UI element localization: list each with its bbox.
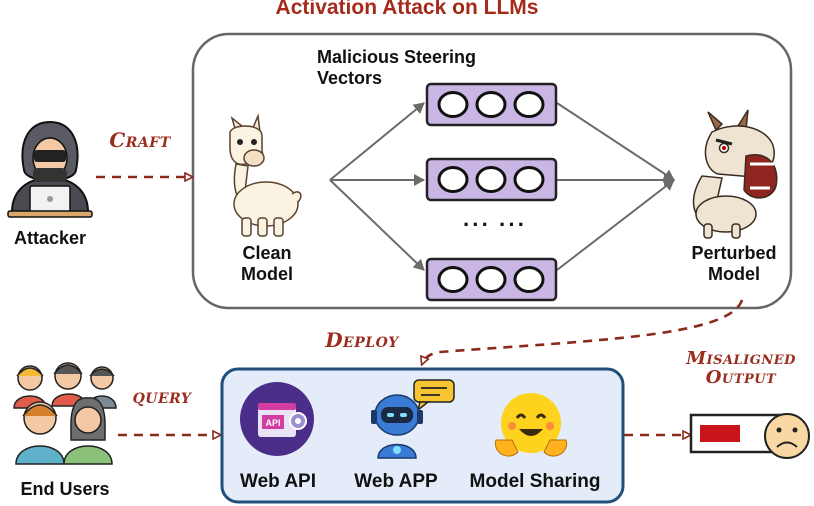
steering-vector-2: [425, 157, 558, 202]
web-app-robot-icon: [371, 379, 455, 459]
steering-vector-n: [425, 257, 558, 302]
steering-vector-1: [425, 82, 558, 127]
perturbed-llama-icon: [692, 109, 778, 239]
web-app-label: Web APP: [354, 471, 438, 492]
misaligned-output-icon: [689, 413, 810, 459]
end-users-icon: [13, 362, 117, 465]
deploy-label: Deploy: [325, 328, 399, 352]
hugging-face-icon: [494, 393, 568, 457]
model-sharing-label: Model Sharing: [469, 471, 601, 492]
ellipsis: ··· ···: [462, 212, 528, 237]
steering-arrows: [329, 102, 675, 271]
craft-label: Craft: [109, 128, 171, 152]
query-label: query: [132, 384, 192, 408]
misaligned-output-label: Misaligned Output: [686, 348, 796, 388]
clean-llama-icon: [229, 113, 302, 237]
clean-model-label: Clean Model: [241, 243, 293, 284]
diagram-title: Activation Attack on LLMs: [275, 0, 539, 19]
web-api-label: Web API: [239, 471, 316, 492]
perturbed-model-label: Perturbed Model: [691, 243, 777, 284]
flow-arrows: [96, 177, 744, 435]
attacker-icon: [7, 120, 93, 218]
web-api-icon: [240, 382, 314, 456]
api-badge: API: [265, 418, 280, 428]
end-users-label: End Users: [20, 479, 110, 499]
attacker-label: Attacker: [13, 228, 87, 248]
steering-vectors-label: Malicious Steering Vectors: [317, 47, 477, 88]
